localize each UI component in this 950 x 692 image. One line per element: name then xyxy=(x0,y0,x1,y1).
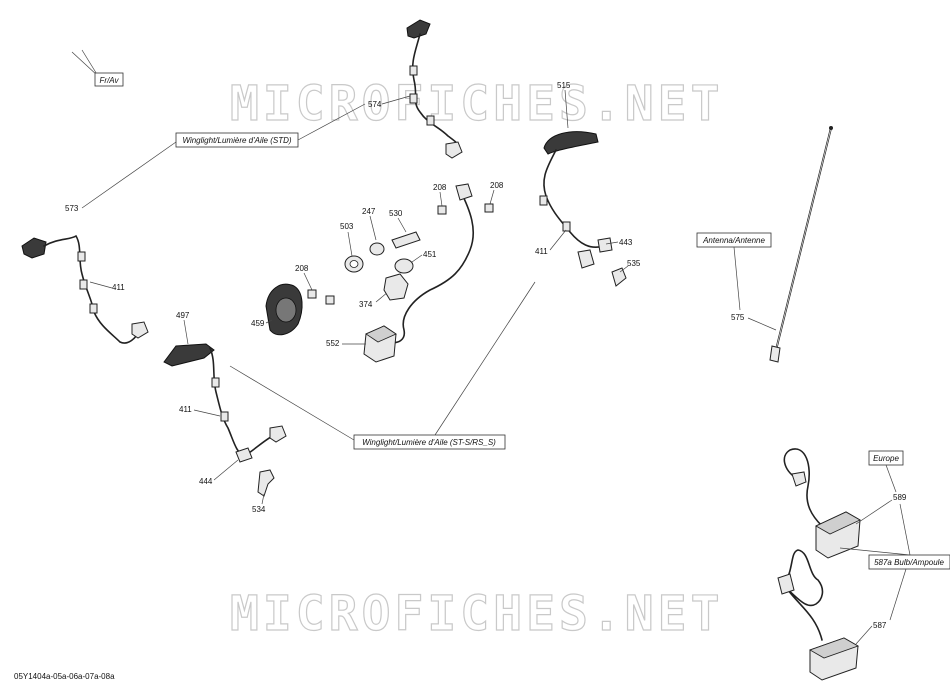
part-number-443: 443 xyxy=(619,238,633,247)
clip-208-a xyxy=(437,205,447,215)
horn-459 xyxy=(265,283,303,336)
part-number-208-top-left: 208 xyxy=(433,183,447,192)
antenna-label: Antenna/Antenne xyxy=(702,236,765,245)
clip-208-d xyxy=(325,295,335,305)
nut-451 xyxy=(394,258,414,274)
socket-374 xyxy=(383,273,409,301)
part-number-411-right: 411 xyxy=(535,247,548,256)
clip-208-c xyxy=(307,289,317,299)
center-harness xyxy=(389,189,474,344)
part-number-587: 587 xyxy=(873,621,887,630)
part-number-589: 589 xyxy=(893,493,907,502)
bracket-534 xyxy=(257,469,275,497)
europe-label: Europe xyxy=(873,454,899,463)
watermark-bottom: MICROFICHES.NET xyxy=(230,586,723,642)
bulb-assembly-587 xyxy=(777,549,859,681)
winglight-harness-573 xyxy=(21,234,149,344)
bulb-assembly-589 xyxy=(783,448,861,559)
figure-code: 05Y1404a-05a-06a-07a-08a xyxy=(14,672,115,681)
part-number-374: 374 xyxy=(359,300,373,309)
part-number-247: 247 xyxy=(362,207,376,216)
part-number-497: 497 xyxy=(176,311,190,320)
fr-av-label: Fr/Av xyxy=(100,76,120,85)
winglight-harness-497 xyxy=(163,343,287,463)
winglight-st-callout: Winglight/Lumière d'Aile (ST-S/RS_S) xyxy=(229,281,536,450)
part-number-573: 573 xyxy=(65,204,79,213)
bracket-535 xyxy=(611,267,627,287)
module-552 xyxy=(363,325,397,363)
part-number-459: 459 xyxy=(251,319,265,328)
watermark-top: MICROFICHES.NET xyxy=(230,76,723,132)
antenna-575 xyxy=(769,126,833,363)
label-530 xyxy=(391,231,421,249)
bulb-label: 587a Bulb/Ampoule xyxy=(874,558,944,567)
winglight-harness-515 xyxy=(539,131,613,269)
part-number-575: 575 xyxy=(731,313,745,322)
part-number-574: 574 xyxy=(368,100,382,109)
center-connector xyxy=(455,183,473,201)
part-number-503: 503 xyxy=(340,222,354,231)
part-number-530: 530 xyxy=(389,209,403,218)
part-number-411-left: 411 xyxy=(112,283,125,292)
front-direction-indicator: Fr/Av xyxy=(71,49,124,87)
part-number-552: 552 xyxy=(326,339,340,348)
winglight-std-label: Winglight/Lumière d'Aile (STD) xyxy=(182,136,291,145)
part-number-208-top-right: 208 xyxy=(490,181,504,190)
clip-208-b xyxy=(484,203,494,213)
part-number-444: 444 xyxy=(199,477,213,486)
part-number-451: 451 xyxy=(423,250,437,259)
grommet-247 xyxy=(369,242,385,256)
part-number-411-lower: 411 xyxy=(179,405,192,414)
part-number-534: 534 xyxy=(252,505,266,514)
winglight-st-label: Winglight/Lumière d'Aile (ST-S/RS_S) xyxy=(362,438,496,447)
part-number-535: 535 xyxy=(627,259,641,268)
winglight-harness-574 xyxy=(406,19,463,159)
winglight-std-callout: Winglight/Lumière d'Aile (STD) xyxy=(81,103,366,209)
part-number-515: 515 xyxy=(557,81,571,90)
part-number-208-left: 208 xyxy=(295,264,309,273)
